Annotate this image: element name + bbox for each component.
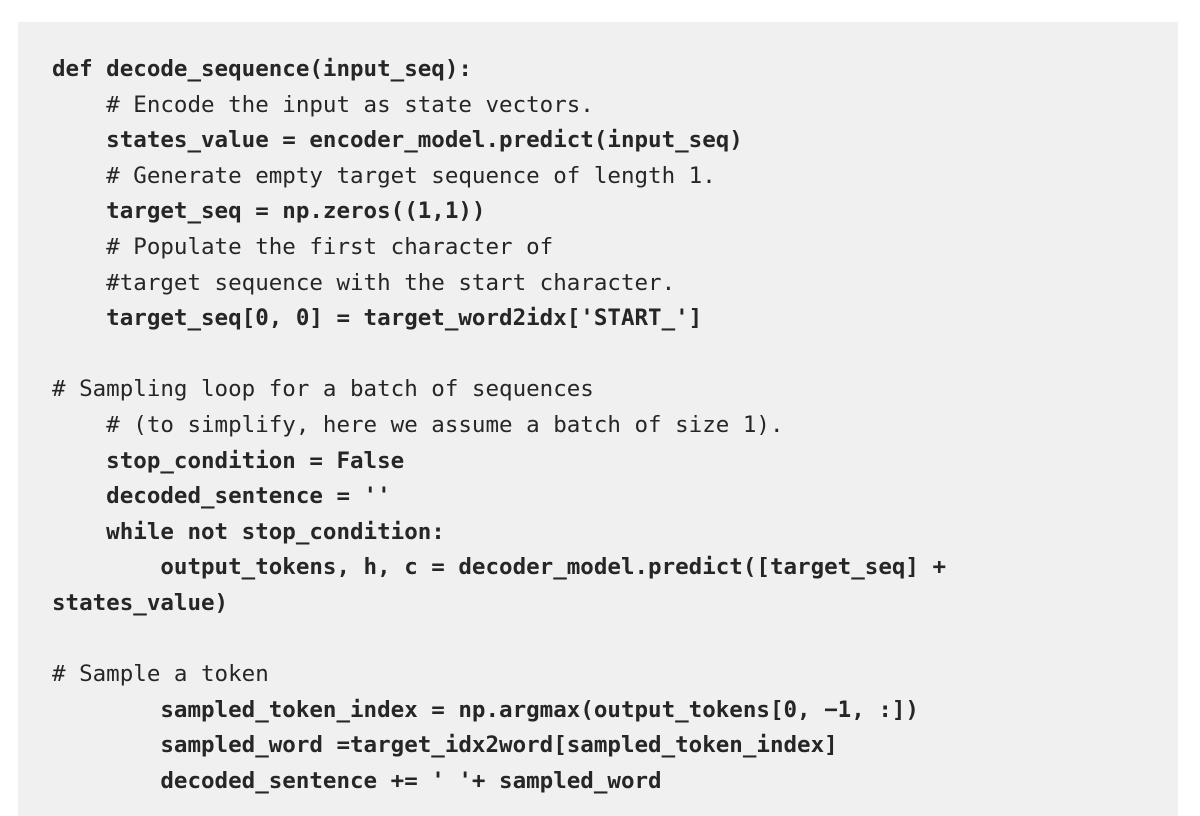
code-listing: def decode_sequence(input_seq): # Encode…	[18, 52, 1178, 799]
code-line: stop_condition = False	[52, 447, 405, 474]
code-line: #target sequence with the start characte…	[52, 269, 676, 296]
code-line: # Sample a token	[52, 661, 269, 688]
code-line: decoded_sentence += ' '+ sampled_word	[52, 767, 662, 794]
code-line: target_seq[0, 0] = target_word2idx['STAR…	[52, 305, 703, 332]
code-line: target_seq = np.zeros((1,1))	[52, 198, 486, 225]
code-blank-line	[52, 622, 1160, 658]
code-line: # Populate the first character of	[52, 233, 554, 260]
code-block: def decode_sequence(input_seq): # Encode…	[18, 22, 1178, 816]
code-line: # Encode the input as state vectors.	[52, 91, 594, 118]
code-line: while not stop_condition:	[52, 518, 445, 545]
code-line: states_value)	[52, 589, 229, 616]
code-line: output_tokens, h, c = decoder_model.pred…	[52, 554, 947, 581]
code-line: # Sampling loop for a batch of sequences	[52, 376, 594, 403]
code-line: def decode_sequence(input_seq):	[52, 56, 472, 82]
code-line: # (to simplify, here we assume a batch o…	[52, 411, 784, 438]
code-line: decoded_sentence = ''	[52, 483, 391, 510]
code-line: states_value = encoder_model.predict(inp…	[52, 127, 743, 154]
code-line: sampled_word =target_idx2word[sampled_to…	[52, 732, 838, 759]
code-blank-line	[52, 337, 1160, 373]
code-line: sampled_token_index = np.argmax(output_t…	[52, 696, 919, 723]
code-line: # Generate empty target sequence of leng…	[52, 162, 716, 189]
